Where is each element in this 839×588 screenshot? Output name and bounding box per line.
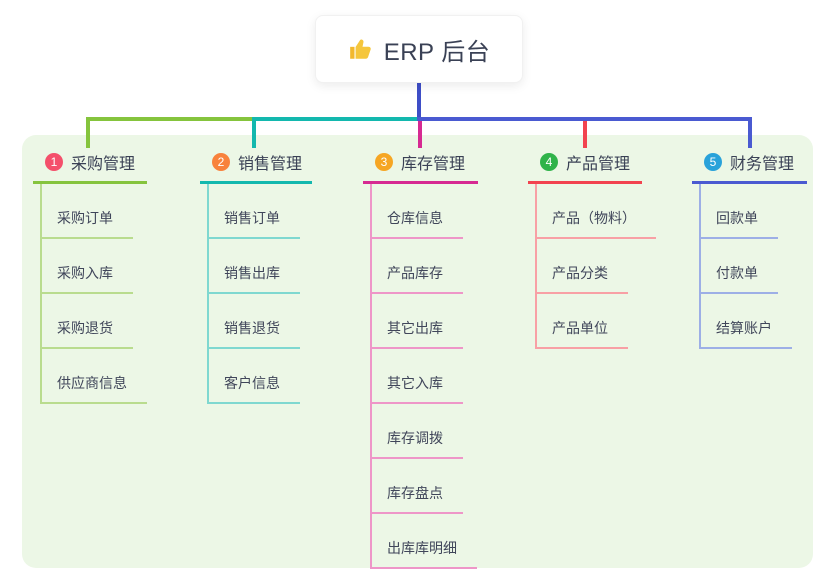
edge-bus-branch-1 bbox=[86, 117, 256, 121]
branch-children-list: 回款单付款单结算账户 bbox=[699, 184, 807, 349]
child-node[interactable]: 其它入库 bbox=[372, 349, 463, 404]
branches-background-panel bbox=[22, 135, 813, 568]
branch-title: 财务管理 bbox=[730, 156, 795, 173]
branch-node-3[interactable]: 3 库存管理 bbox=[363, 147, 478, 184]
child-node[interactable]: 采购入库 bbox=[42, 239, 133, 294]
branch-node-5[interactable]: 5 财务管理 bbox=[692, 147, 807, 184]
branch-number-badge: 2 bbox=[212, 153, 230, 171]
child-node[interactable]: 库存调拨 bbox=[372, 404, 463, 459]
child-node[interactable]: 销售订单 bbox=[209, 184, 300, 239]
child-node[interactable]: 采购订单 bbox=[42, 184, 133, 239]
branch-number-badge: 3 bbox=[375, 153, 393, 171]
branch-number-badge: 1 bbox=[45, 153, 63, 171]
branch-node-4[interactable]: 4 产品管理 bbox=[528, 147, 642, 184]
child-node[interactable]: 库存盘点 bbox=[372, 459, 463, 514]
branch-node-1[interactable]: 1 采购管理 bbox=[33, 147, 147, 184]
child-node[interactable]: 产品分类 bbox=[537, 239, 628, 294]
edge-root bbox=[417, 83, 421, 119]
child-node[interactable]: 回款单 bbox=[701, 184, 778, 239]
child-node[interactable]: 产品库存 bbox=[372, 239, 463, 294]
branch-children-list: 销售订单销售出库销售退货客户信息 bbox=[207, 184, 312, 404]
edge-drop-branch-5 bbox=[748, 117, 752, 148]
child-node[interactable]: 产品（物料） bbox=[537, 184, 656, 239]
branch-column-3: 3 库存管理仓库信息产品库存其它出库其它入库库存调拨库存盘点出库库明细 bbox=[363, 147, 478, 569]
edge-drop-branch-4 bbox=[583, 121, 587, 148]
edge-drop-branch-3 bbox=[418, 121, 422, 148]
branch-children-list: 仓库信息产品库存其它出库其它入库库存调拨库存盘点出库库明细 bbox=[370, 184, 478, 569]
root-title: ERP 后台 bbox=[383, 38, 491, 66]
child-node[interactable]: 供应商信息 bbox=[42, 349, 147, 404]
thumbs-up-icon bbox=[349, 39, 371, 59]
child-node[interactable]: 产品单位 bbox=[537, 294, 628, 349]
child-node[interactable]: 仓库信息 bbox=[372, 184, 463, 239]
branch-title: 采购管理 bbox=[71, 156, 136, 173]
branch-column-2: 2 销售管理销售订单销售出库销售退货客户信息 bbox=[200, 147, 312, 404]
edge-bus-branch-5 bbox=[417, 117, 752, 121]
branch-title: 销售管理 bbox=[238, 156, 303, 173]
child-node[interactable]: 付款单 bbox=[701, 239, 778, 294]
branch-number-badge: 5 bbox=[704, 153, 722, 171]
edge-drop-branch-2 bbox=[252, 117, 256, 148]
child-node[interactable]: 销售出库 bbox=[209, 239, 300, 294]
branch-title: 产品管理 bbox=[566, 156, 631, 173]
child-node[interactable]: 结算账户 bbox=[701, 294, 792, 349]
child-node[interactable]: 出库库明细 bbox=[372, 514, 477, 569]
branch-column-5: 5 财务管理回款单付款单结算账户 bbox=[692, 147, 807, 349]
branch-column-4: 4 产品管理产品（物料）产品分类产品单位 bbox=[528, 147, 656, 349]
child-node[interactable]: 客户信息 bbox=[209, 349, 300, 404]
branch-number-badge: 4 bbox=[540, 153, 558, 171]
edge-drop-branch-1 bbox=[86, 117, 90, 148]
child-node[interactable]: 采购退货 bbox=[42, 294, 133, 349]
branch-children-list: 采购订单采购入库采购退货供应商信息 bbox=[40, 184, 147, 404]
child-node[interactable]: 销售退货 bbox=[209, 294, 300, 349]
edge-bus-branch-2 bbox=[252, 117, 421, 121]
child-node[interactable]: 其它出库 bbox=[372, 294, 463, 349]
branch-children-list: 产品（物料）产品分类产品单位 bbox=[535, 184, 656, 349]
branch-title: 库存管理 bbox=[401, 156, 466, 173]
root-node[interactable]: ERP 后台 bbox=[315, 15, 523, 83]
branch-node-2[interactable]: 2 销售管理 bbox=[200, 147, 312, 184]
branch-column-1: 1 采购管理采购订单采购入库采购退货供应商信息 bbox=[33, 147, 147, 404]
